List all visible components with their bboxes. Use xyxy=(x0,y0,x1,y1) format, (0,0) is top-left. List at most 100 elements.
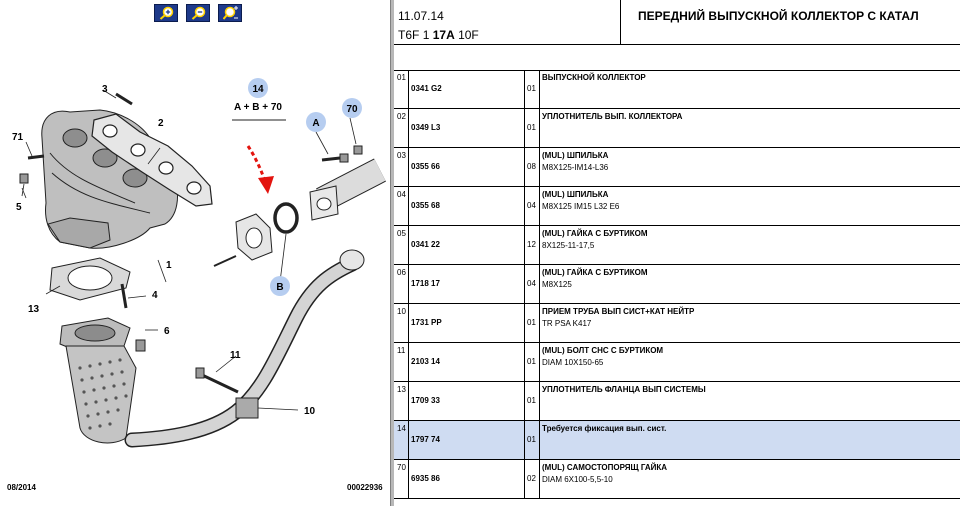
label-3[interactable]: 3 xyxy=(102,84,108,95)
row-spec: M8X125 xyxy=(542,280,572,289)
row-description-cell: Требуется фиксация вып. сист. xyxy=(540,421,960,459)
nut-5 xyxy=(19,173,29,184)
label-4[interactable]: 4 xyxy=(152,290,158,301)
row-quantity: 01 xyxy=(527,84,536,93)
row-name: ВЫПУСКНОЙ КОЛЛЕКТОР xyxy=(542,73,646,82)
row-name: Требуется фиксация вып. сист. xyxy=(542,424,667,433)
catalytic-converter xyxy=(59,317,137,444)
row-quantity: 02 xyxy=(527,474,536,483)
row-quantity-cell: 12 xyxy=(525,226,540,264)
row-reference-cell: 1709 33 xyxy=(409,382,525,420)
row-quantity: 01 xyxy=(527,318,536,327)
bolt-11 xyxy=(199,372,239,394)
row-name: ПРИЕМ ТРУБА ВЫП СИСТ+КАТ НЕЙТР xyxy=(542,307,695,316)
row-quantity: 08 xyxy=(527,162,536,171)
svg-text:B: B xyxy=(276,282,283,293)
row-name: УПЛОТНИТЕЛЬ ВЫП. КОЛЛЕКТОРА xyxy=(542,112,683,121)
zoom-out-button[interactable] xyxy=(186,4,210,22)
row-spec: TR PSA K417 xyxy=(542,319,592,328)
row-name: (MUL) САМОСТОПОРЯЩ ГАЙКА xyxy=(542,463,668,472)
label-10[interactable]: 10 xyxy=(304,406,316,417)
stud-71 xyxy=(27,154,45,160)
row-quantity: 04 xyxy=(527,279,536,288)
exploded-diagram: 14 A + B + 70 A 70 B 3 2 71 5 1 13 4 6 1… xyxy=(12,78,386,448)
row-reference: 1731 PP xyxy=(411,318,442,327)
parts-header: 11.07.14 T6F 1 17A 10F ПЕРЕДНИЙ ВЫПУСКНО… xyxy=(394,0,960,45)
row-position: 01 xyxy=(394,70,409,108)
row-position: 11 xyxy=(394,343,409,381)
diagram-date: 08/2014 xyxy=(7,483,36,492)
row-position: 70 xyxy=(394,460,409,498)
row-quantity: 01 xyxy=(527,396,536,405)
row-description-cell: УПЛОТНИТЕЛЬ ФЛАНЦА ВЫП СИСТЕМЫ xyxy=(540,382,960,420)
label-1[interactable]: 1 xyxy=(166,260,172,271)
row-quantity: 01 xyxy=(527,123,536,132)
row-reference-cell: 0341 22 xyxy=(409,226,525,264)
row-position: 04 xyxy=(394,187,409,225)
row-name: УПЛОТНИТЕЛЬ ФЛАНЦА ВЫП СИСТЕМЫ xyxy=(542,385,706,394)
row-quantity-cell: 01 xyxy=(525,304,540,342)
nut-6 xyxy=(135,339,146,352)
flange-gasket xyxy=(49,257,131,301)
callout-70[interactable]: 70 xyxy=(342,98,362,118)
header-date: 11.07.14 xyxy=(398,9,444,23)
label-71[interactable]: 71 xyxy=(12,132,24,143)
stud-4 xyxy=(120,283,128,309)
row-quantity: 01 xyxy=(527,435,536,444)
row-description-cell: ВЫПУСКНОЙ КОЛЛЕКТОР xyxy=(540,70,960,108)
row-reference-cell: 6935 86 xyxy=(409,460,525,498)
callout-14[interactable]: 14 xyxy=(248,78,268,98)
callout-A[interactable]: A xyxy=(306,112,326,132)
row-reference-cell: 1731 PP xyxy=(409,304,525,342)
callout-B[interactable]: B xyxy=(270,276,290,296)
row-reference-cell: 0355 66 xyxy=(409,148,525,186)
svg-text:70: 70 xyxy=(346,104,358,115)
svg-text:14: 14 xyxy=(252,84,264,95)
diagram-ref: 00022936 xyxy=(347,483,383,492)
row-spec: DIAM 6X100-5,5-10 xyxy=(542,475,613,484)
zoom-fit-button[interactable] xyxy=(218,4,242,22)
manifold-gasket xyxy=(91,113,213,207)
zoom-fit-icon xyxy=(223,6,238,20)
label-2[interactable]: 2 xyxy=(158,118,164,129)
zoom-in-icon xyxy=(159,6,174,20)
row-reference: 1718 17 xyxy=(411,279,440,288)
row-description-cell: УПЛОТНИТЕЛЬ ВЫП. КОЛЛЕКТОРА xyxy=(540,109,960,147)
row-reference-cell: 2103 14 xyxy=(409,343,525,381)
zoom-toolbar xyxy=(0,0,390,24)
row-reference: 0341 22 xyxy=(411,240,440,249)
label-6[interactable]: 6 xyxy=(164,326,170,337)
row-description-cell: (MUL) САМОСТОПОРЯЩ ГАЙКА DIAM 6X100-5,5-1… xyxy=(540,460,960,498)
panel-splitter[interactable] xyxy=(391,0,394,506)
row-spec: DIAM 10X150-65 xyxy=(542,358,604,367)
row-name: (MUL) ШПИЛЬКА xyxy=(542,190,609,199)
row-name: (MUL) БОЛТ CHC С БУРТИКОМ xyxy=(542,346,664,355)
label-11[interactable]: 11 xyxy=(230,350,241,361)
seal-ring xyxy=(273,202,299,234)
row-quantity-cell: 08 xyxy=(525,148,540,186)
label-13[interactable]: 13 xyxy=(28,304,40,315)
row-quantity-cell: 04 xyxy=(525,187,540,225)
row-quantity: 01 xyxy=(527,357,536,366)
zoom-out-icon xyxy=(191,6,206,20)
label-5[interactable]: 5 xyxy=(16,202,22,213)
zoom-in-button[interactable] xyxy=(154,4,178,22)
row-reference: 0349 L3 xyxy=(411,123,441,132)
row-quantity-cell: 01 xyxy=(525,70,540,108)
row-reference-cell: 1797 74 xyxy=(409,421,525,459)
row-quantity-cell: 01 xyxy=(525,421,540,459)
